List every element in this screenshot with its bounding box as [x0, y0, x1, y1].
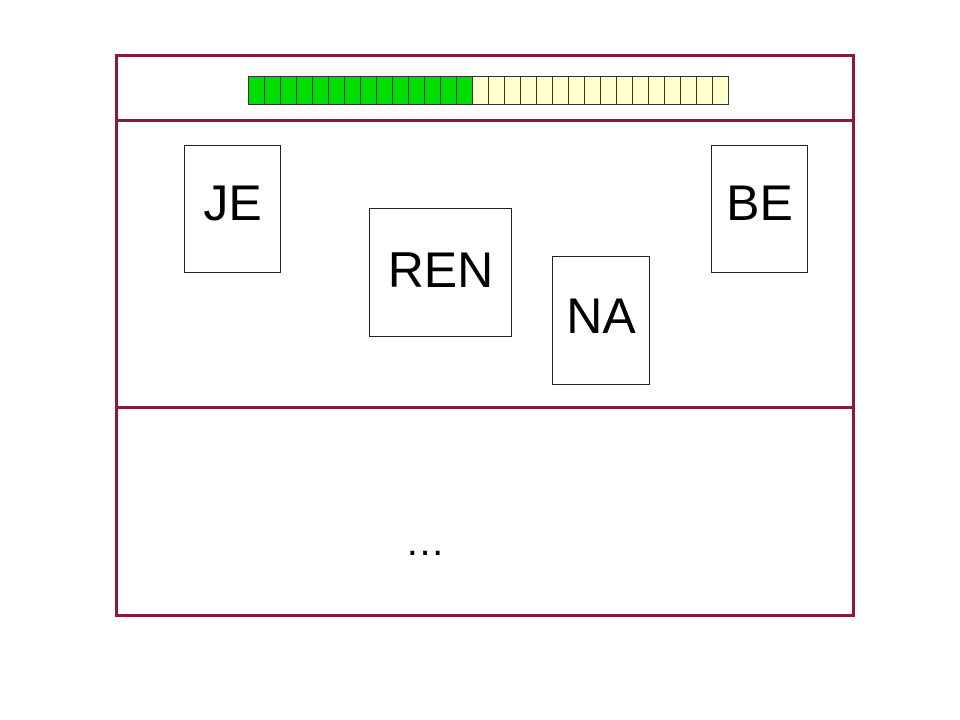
progress-cell-empty	[585, 76, 601, 105]
progress-cell-empty	[569, 76, 585, 105]
progress-bar	[248, 76, 729, 105]
syllable-card-je[interactable]: JE	[184, 145, 281, 273]
progress-cell-empty	[681, 76, 697, 105]
progress-cell-empty	[601, 76, 617, 105]
progress-cell-filled	[361, 76, 377, 105]
progress-cell-filled	[313, 76, 329, 105]
syllable-card-na[interactable]: NA	[552, 256, 650, 385]
syllable-card-label: NA	[566, 287, 636, 344]
syllable-card-label: JE	[203, 175, 262, 231]
progress-cell-filled	[329, 76, 345, 105]
answer-placeholder: …	[405, 520, 445, 564]
progress-cell-filled	[425, 76, 441, 105]
progress-cell-filled	[409, 76, 425, 105]
progress-cell-empty	[505, 76, 521, 105]
syllable-card-label: BE	[726, 175, 793, 231]
progress-cell-filled	[393, 76, 409, 105]
progress-cell-empty	[521, 76, 537, 105]
progress-cell-filled	[457, 76, 473, 105]
progress-cell-empty	[633, 76, 649, 105]
progress-cell-filled	[345, 76, 361, 105]
progress-cell-filled	[297, 76, 313, 105]
progress-cell-filled	[377, 76, 393, 105]
progress-cell-empty	[537, 76, 553, 105]
answer-panel	[115, 406, 855, 617]
progress-cell-filled	[249, 76, 265, 105]
progress-cell-empty	[649, 76, 665, 105]
syllable-card-be[interactable]: BE	[711, 145, 808, 273]
progress-cell-empty	[617, 76, 633, 105]
progress-cell-filled	[281, 76, 297, 105]
progress-cell-filled	[441, 76, 457, 105]
progress-cell-empty	[489, 76, 505, 105]
syllable-card-ren[interactable]: REN	[369, 208, 512, 337]
progress-cell-empty	[553, 76, 569, 105]
progress-cell-empty	[713, 76, 729, 105]
progress-cell-empty	[665, 76, 681, 105]
progress-cell-empty	[697, 76, 713, 105]
syllable-card-label: REN	[387, 241, 494, 298]
progress-cell-filled	[265, 76, 281, 105]
progress-cell-empty	[473, 76, 489, 105]
